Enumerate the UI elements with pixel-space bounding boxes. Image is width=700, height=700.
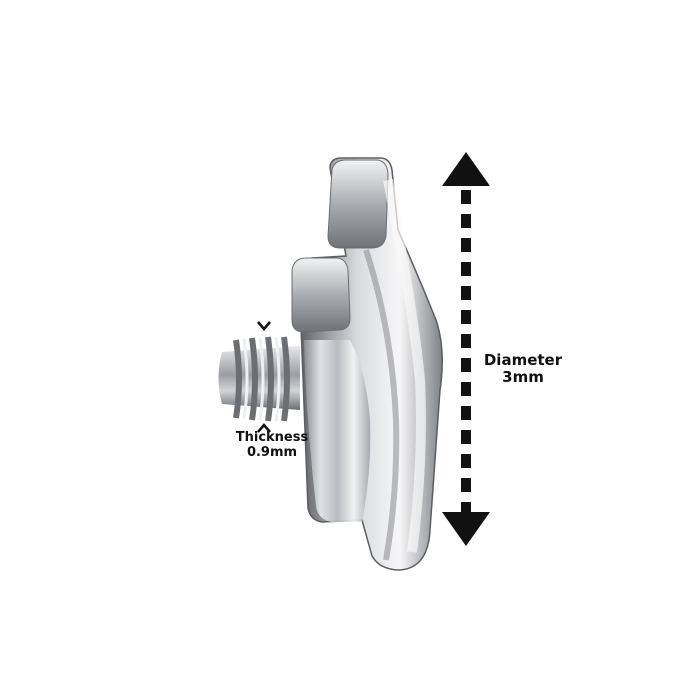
star-body — [291, 157, 443, 571]
thickness-indicator — [257, 321, 271, 433]
diameter-arrow — [442, 152, 490, 546]
thickness-title: Thickness — [235, 430, 309, 445]
diameter-value: 3mm — [502, 368, 544, 387]
thickness-value: 0.9mm — [246, 444, 298, 460]
threaded-post — [218, 336, 300, 422]
diameter-title: Diameter — [483, 351, 563, 369]
thickness-label: Thickness 0.9mm — [222, 430, 322, 461]
diameter-label: Diameter 3mm — [468, 351, 578, 387]
